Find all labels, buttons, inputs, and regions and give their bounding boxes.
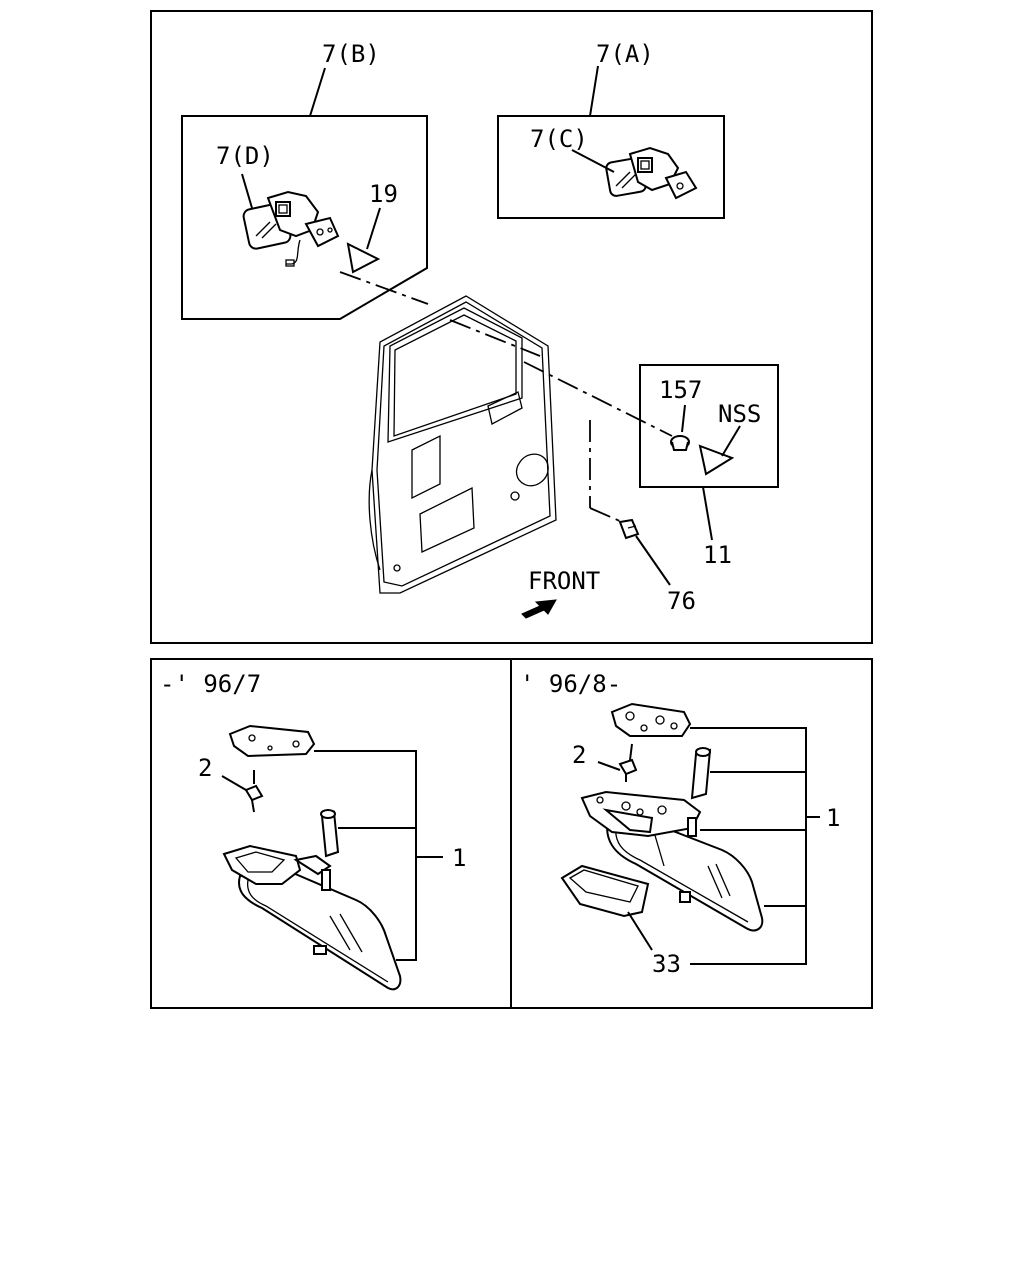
phantom-line-clip bbox=[523, 361, 673, 437]
stem-early bbox=[320, 809, 340, 858]
rearview-mirror-late bbox=[580, 790, 764, 932]
leader-7c bbox=[571, 149, 615, 173]
screw-early bbox=[244, 770, 264, 813]
leader-33 bbox=[627, 911, 653, 951]
label-76: 76 bbox=[667, 587, 696, 615]
bottom-right-panel-frame bbox=[510, 658, 873, 1009]
label-1-early: 1 bbox=[452, 844, 466, 872]
label-7a: 7(A) bbox=[596, 40, 654, 68]
leader-11 bbox=[702, 486, 713, 541]
leader-7a bbox=[589, 65, 599, 117]
phantom-line-bolt-h bbox=[589, 507, 623, 523]
phantom-line-door-top bbox=[449, 319, 541, 357]
base-plate-late bbox=[610, 702, 692, 737]
period-label-early: -' 96/7 bbox=[160, 670, 261, 698]
mirror-cover-triangle bbox=[346, 242, 381, 274]
label-11: 11 bbox=[703, 541, 732, 569]
leader-7d bbox=[241, 173, 253, 209]
label-19: 19 bbox=[369, 180, 398, 208]
kit-inset: 157 NSS 11 bbox=[639, 364, 779, 569]
front-label: FRONT bbox=[528, 567, 600, 595]
label-33: 33 bbox=[652, 950, 681, 978]
screw-late bbox=[618, 743, 638, 782]
bottom-left-panel: -' 96/7 2 bbox=[150, 658, 512, 1009]
side-mirror-left bbox=[605, 146, 698, 200]
leader-2-early bbox=[221, 775, 247, 791]
label-2-late: 2 bbox=[572, 741, 586, 769]
leader-76 bbox=[635, 535, 671, 586]
label-7c: 7(C) bbox=[530, 125, 588, 153]
top-panel-frame bbox=[150, 10, 873, 644]
bracket-1-early bbox=[314, 750, 417, 961]
period-label-late: ' 96/8- bbox=[520, 670, 621, 698]
label-1-late: 1 bbox=[826, 804, 840, 832]
label-7b: 7(B) bbox=[322, 40, 380, 68]
mirror-left-inset: 7(A) 7(C) bbox=[497, 40, 725, 219]
bolt-part bbox=[618, 518, 640, 540]
nss-triangle bbox=[698, 444, 735, 476]
label-2-early: 2 bbox=[198, 754, 212, 782]
phantom-line-mirror bbox=[339, 271, 429, 305]
bottom-right-panel: ' 96/8- 2 bbox=[510, 658, 873, 1009]
leader-nss bbox=[721, 425, 741, 457]
stem-late bbox=[690, 747, 712, 800]
base-plate-early bbox=[228, 724, 316, 758]
room-lamp-late bbox=[560, 864, 650, 918]
side-mirror-right bbox=[242, 190, 340, 267]
kit-inset-frame bbox=[639, 364, 779, 488]
leader-7b bbox=[309, 67, 326, 117]
leader-157 bbox=[681, 404, 686, 433]
front-arrow-icon bbox=[521, 599, 557, 619]
front-door bbox=[368, 295, 557, 594]
mirror-left-inset-frame bbox=[497, 115, 725, 219]
clip-part bbox=[670, 435, 690, 451]
mirror-right-inset-frame bbox=[181, 115, 428, 320]
mirror-right-inset: 7(B) 7(D) 19 bbox=[181, 40, 428, 320]
rearview-mirror-early bbox=[222, 844, 402, 991]
leader-2-late bbox=[597, 761, 621, 771]
label-nss: NSS bbox=[718, 400, 761, 428]
top-panel: 7(B) 7(D) 19 bbox=[150, 10, 873, 644]
bracket-1-late bbox=[690, 727, 807, 965]
label-157: 157 bbox=[659, 376, 702, 404]
leader-19 bbox=[366, 207, 381, 250]
label-7d: 7(D) bbox=[216, 142, 274, 170]
